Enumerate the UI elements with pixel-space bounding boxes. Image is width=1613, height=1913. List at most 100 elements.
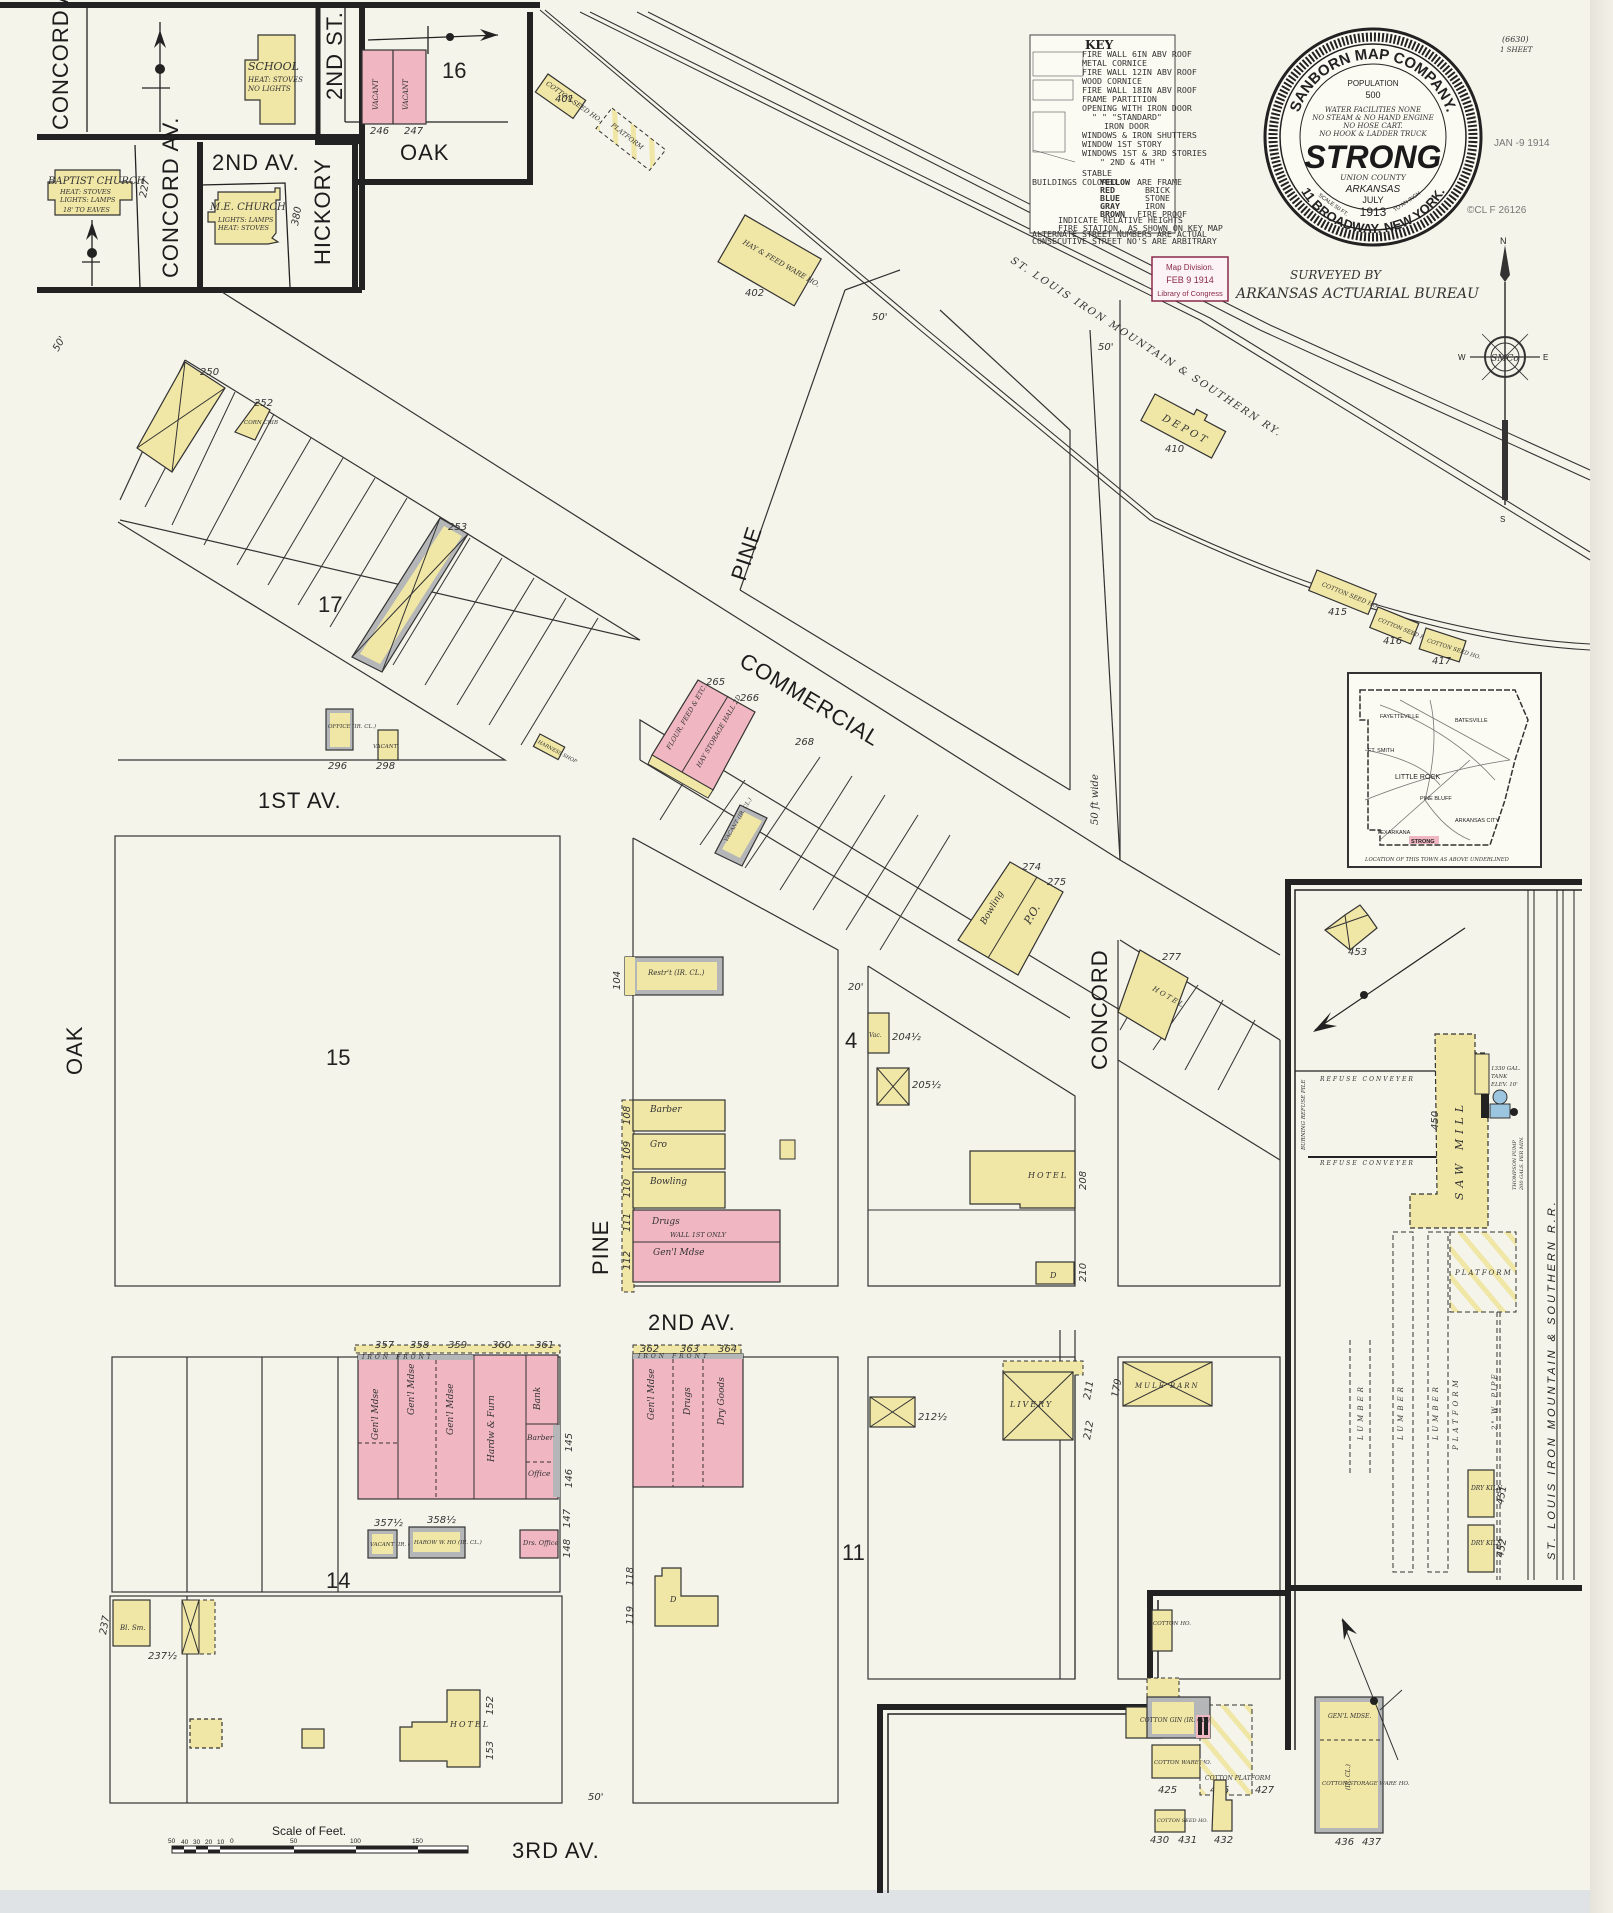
- building-212h: [869, 1396, 916, 1428]
- address-number: 357½: [374, 1517, 403, 1529]
- address-number: 253: [448, 522, 467, 533]
- pump-label: 200 GALS. PER MIN.: [1519, 1136, 1525, 1191]
- street-1st-av: 1ST AV.: [258, 788, 342, 813]
- lc-stamp-line: Map Division.: [1166, 263, 1214, 272]
- building-vacant-204: [867, 1012, 890, 1054]
- me-church-note: LIGHTS: LAMPS: [217, 216, 274, 224]
- address-number: 104: [612, 971, 623, 990]
- baptist-note: 18' TO EAVES: [63, 206, 110, 214]
- building-dry-kiln-2: [1467, 1524, 1495, 1573]
- svg-text:FIRE WALL 18IN ABV ROOF: FIRE WALL 18IN ABV ROOF: [1082, 85, 1197, 95]
- vacant-label: VACANT (IR. CL.): [370, 1541, 420, 1548]
- baptist-note: HEAT: STOVES: [59, 188, 112, 196]
- svg-text:100: 100: [350, 1838, 361, 1845]
- north-arrow-icon: [1313, 1012, 1337, 1032]
- building-restaurant: [624, 956, 724, 996]
- storage-label: (IR. CL.): [1345, 1763, 1352, 1790]
- building-hotel-208: [969, 1150, 1076, 1209]
- svg-text:PINE BLUFF: PINE BLUFF: [1420, 796, 1452, 802]
- dimension-label: 50': [1098, 342, 1113, 353]
- seal-month: JULY: [1362, 195, 1383, 205]
- iron-front-label: IRON FRONT: [637, 1353, 710, 1360]
- svg-text:STABLE: STABLE: [1082, 168, 1112, 178]
- barber-label: Barber: [526, 1433, 554, 1442]
- building-drs-office: [519, 1529, 559, 1559]
- street-2nd-av-top: 2ND AV.: [212, 150, 300, 175]
- svg-text:ARKANSAS CITY: ARKANSAS CITY: [1455, 818, 1499, 824]
- livery-label: LIVERY: [1009, 1400, 1053, 1409]
- address-number: 227: [138, 177, 152, 198]
- cotton-platform-label: COTTON PLATFORM: [1205, 1775, 1271, 1782]
- building-baptist-church: [47, 169, 133, 216]
- address-number: 247: [404, 126, 424, 137]
- svg-text:CONSECUTIVE STREET NO'S ARE AR: CONSECUTIVE STREET NO'S ARE ARBITRARY: [1032, 236, 1217, 246]
- mule-barn-label: MULE BARN: [1134, 1382, 1200, 1390]
- me-church-note: HEAT: STOVES: [217, 224, 270, 232]
- street-concord-av-middle: CONCORD AV.: [158, 117, 183, 278]
- seal-town-name: STRONG: [1305, 139, 1442, 175]
- legend-key: [1029, 34, 1176, 234]
- lc-stamp-line: Library of Congress: [1157, 289, 1223, 298]
- building-flour-feed: [647, 679, 756, 799]
- svg-text:METAL CORNICE: METAL CORNICE: [1082, 58, 1147, 68]
- sheet-edge: [1590, 0, 1613, 1913]
- north-arrow-icon: [86, 222, 98, 240]
- iron-front-awning: [354, 1344, 561, 1354]
- hotel-label: HOTEL: [1027, 1171, 1068, 1180]
- saw-mill-label: SAW MILL: [1453, 1100, 1466, 1200]
- tank-label: 1330 GAL.: [1491, 1066, 1521, 1072]
- compass-monogram: SMCo: [1491, 354, 1519, 364]
- svg-text:FIRE PROOF: FIRE PROOF: [1137, 209, 1187, 219]
- lumber-label: LUMBER: [1432, 1383, 1440, 1441]
- refuse-conveyer-label: REFUSE CONVEYER: [1319, 1076, 1415, 1083]
- blacksmith-label: Bl. Sm.: [119, 1624, 146, 1632]
- arrow-dot-icon: [155, 64, 165, 74]
- svg-text:" 2ND & 4TH ": " 2ND & 4TH ": [1100, 157, 1165, 167]
- hotel-label: HOTEL: [449, 1720, 490, 1729]
- inset-blocks-top-left: [0, 2, 540, 293]
- store-label: Gen'l Mdse: [446, 1384, 456, 1435]
- svg-text:WOOD CORNICE: WOOD CORNICE: [1082, 76, 1142, 86]
- drugs-label: Drugs: [651, 1217, 680, 1227]
- address-number: 357: [375, 1340, 395, 1351]
- restaurant-label: Restr't (IR. CL.): [647, 969, 705, 977]
- building-barber: [632, 1099, 726, 1132]
- platform-label: PLATFORM: [1452, 1376, 1460, 1451]
- svg-text:INDICATE RELATIVE HEIGHTS: INDICATE RELATIVE HEIGHTS: [1058, 215, 1183, 225]
- address-number: 450: [1430, 1111, 1441, 1130]
- svg-text:FIRE WALL 12IN ABV ROOF: FIRE WALL 12IN ABV ROOF: [1082, 67, 1197, 77]
- lumber-label: LUMBER: [1397, 1383, 1405, 1441]
- address-number: 108: [622, 1106, 633, 1125]
- address-number: 451: [1495, 1485, 1509, 1506]
- sanborn-seal: [1263, 27, 1483, 247]
- arrow-dot-icon: [87, 248, 97, 258]
- building-237h: [181, 1599, 216, 1655]
- warehouse-label: HAROW W. HO (IR. CL.): [413, 1539, 482, 1546]
- street-width-label: 50 ft wide: [1090, 774, 1101, 825]
- address-number: 246: [370, 126, 389, 137]
- dry-kiln-label: DRY KILN: [1470, 1485, 1503, 1492]
- address-number: 252: [254, 398, 273, 409]
- building-row-362-364: [632, 1353, 744, 1488]
- building-cotton-seed-417: COTTON SEED HO.: [1418, 627, 1481, 663]
- street-pine-top: PINE: [726, 523, 767, 583]
- street-oak-top: OAK: [400, 140, 449, 165]
- block-17: 17: [318, 592, 342, 617]
- svg-text:BUILDINGS COLORED: BUILDINGS COLORED: [1032, 177, 1117, 187]
- building-205: [876, 1067, 910, 1106]
- svg-text:YELLOW: YELLOW: [1100, 177, 1130, 187]
- surveyed-by-label: SURVEYED BY: [1290, 268, 1382, 282]
- building-blacksmith: [112, 1599, 151, 1647]
- svg-text:FT. SMITH: FT. SMITH: [1368, 748, 1394, 754]
- sheet-count: 1 SHEET: [1500, 46, 1534, 54]
- address-number: 410: [1165, 444, 1184, 455]
- building-school: [244, 34, 296, 125]
- store-label: Gen'l Mdse: [371, 1389, 381, 1440]
- scale-bar: [171, 1845, 469, 1854]
- east-arrow-icon: [480, 29, 498, 41]
- address-number: 431: [1178, 1835, 1197, 1846]
- svg-text:TEXARKANA: TEXARKANA: [1377, 830, 1411, 836]
- building-small: [779, 1139, 796, 1160]
- lc-stamp-date: FEB 9 1914: [1166, 275, 1214, 285]
- school-note-heat: HEAT: STOVES: [247, 76, 303, 84]
